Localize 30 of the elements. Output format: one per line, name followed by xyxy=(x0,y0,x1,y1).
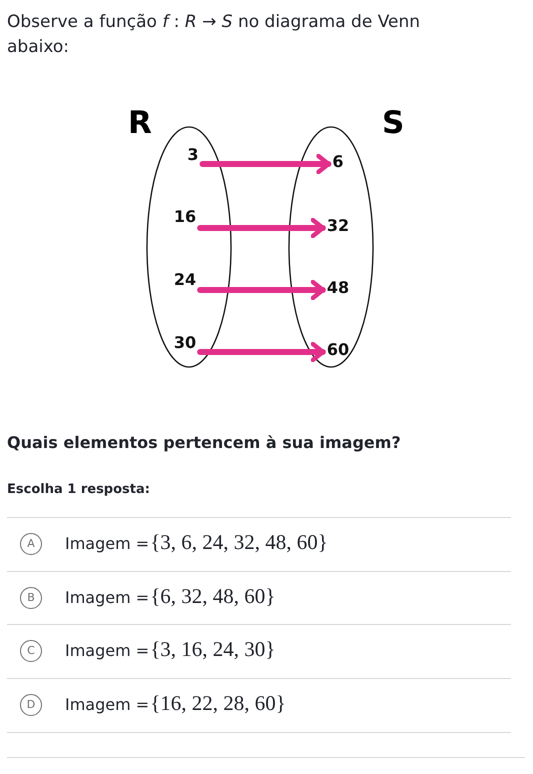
radio-button: C xyxy=(20,640,42,662)
arrow xyxy=(197,342,326,362)
instruction-text: Observe a função f : R → S no diagrama de Venn abaixo: xyxy=(7,11,422,59)
radio-button: A xyxy=(20,533,42,555)
set-element: 60 xyxy=(326,338,350,362)
option-text: Imagem = xyxy=(65,641,150,660)
math-set: {3, 16, 24, 30} xyxy=(150,637,276,662)
set-element: 3 xyxy=(187,143,199,167)
set-element: 24 xyxy=(174,268,196,292)
radio-button: D xyxy=(20,694,42,716)
math-set: {6, 32, 48, 60} xyxy=(150,584,276,609)
set-label: S xyxy=(382,108,404,139)
set-ellipse xyxy=(128,108,232,370)
arrow xyxy=(197,280,326,300)
set-element: 16 xyxy=(174,205,196,229)
set-label: R xyxy=(128,108,152,139)
option-text: Imagem = xyxy=(65,588,150,607)
question-text: Quais elementos pertencem à sua imagem? xyxy=(7,433,401,452)
set-element: 30 xyxy=(174,331,196,355)
set-element: 6 xyxy=(332,150,344,174)
set-element: 48 xyxy=(326,276,350,300)
arrow xyxy=(197,218,326,238)
option-text: Imagem = xyxy=(65,695,150,714)
radio-button: B xyxy=(20,587,42,609)
math-set: {3, 6, 24, 32, 48, 60} xyxy=(150,530,328,555)
option-text: Imagem = xyxy=(65,534,150,553)
arrow xyxy=(200,154,332,174)
math-set: {16, 22, 28, 60} xyxy=(150,691,286,716)
instruction-text: Escolha 1 resposta: xyxy=(7,482,150,497)
set-element: 32 xyxy=(326,214,350,238)
